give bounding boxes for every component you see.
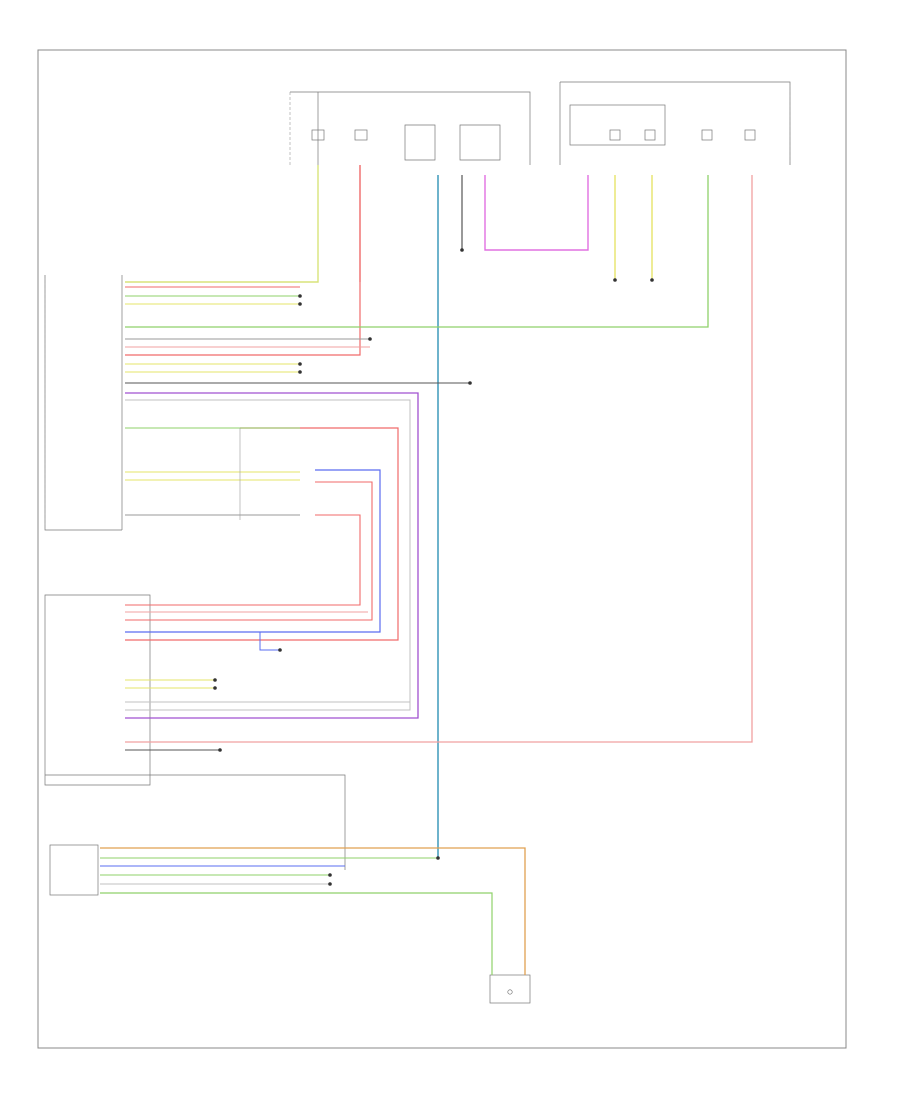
instrument-cluster-block (44, 275, 123, 531)
wire-pink-right (125, 175, 753, 743)
wire-blue-loop (125, 469, 381, 633)
wire-purple-loop (125, 392, 419, 719)
connector-module-block (45, 774, 346, 896)
wire-conn-green-to-unit (100, 892, 493, 975)
wire-yellow-green-top (125, 165, 319, 283)
top-fuse-block-right (559, 81, 791, 165)
wire-magenta (484, 175, 589, 251)
wire-bcm-blue (125, 631, 280, 651)
body-control-module-block (44, 594, 151, 786)
wire-green-right (125, 175, 709, 328)
wire-red-to-row (125, 282, 361, 356)
wire-red-loop-b (125, 481, 373, 621)
wire-red-loop-a (125, 427, 399, 641)
diagram-frame (37, 49, 847, 1049)
bottom-unit (489, 974, 531, 1004)
wire-gray-loop (125, 399, 411, 711)
wire-orange-loop (100, 847, 526, 975)
top-fuse-block-left (289, 91, 531, 165)
splice-dots (213, 248, 654, 886)
wire-pink-loop-c (125, 514, 361, 606)
